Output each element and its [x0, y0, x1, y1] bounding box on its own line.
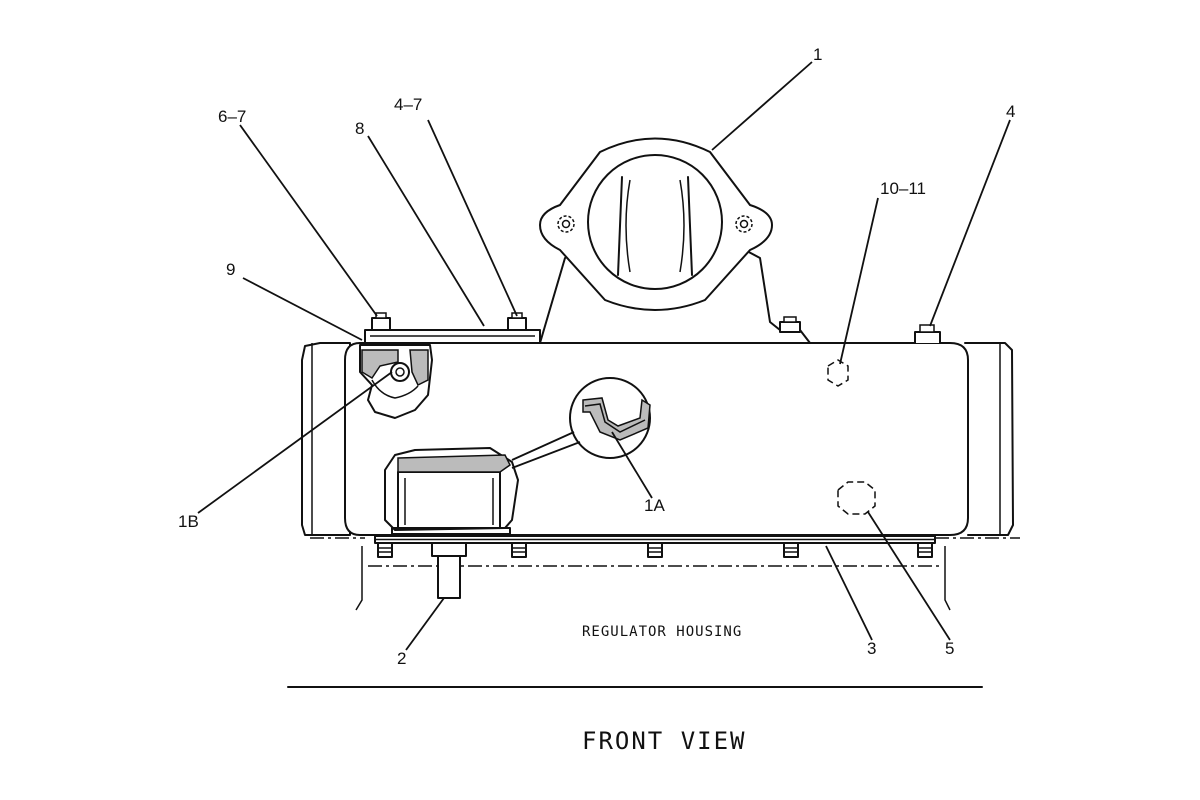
flange-bolt-left	[557, 215, 575, 233]
hidden-plug-10-11	[827, 359, 849, 387]
callout-4-7: 4–7	[394, 95, 422, 114]
top-bolt-right	[914, 324, 941, 344]
outlet-flange	[539, 137, 773, 311]
cutaway-seal-1b	[359, 344, 433, 419]
callout-2: 2	[397, 649, 406, 668]
bottom-bolt	[511, 542, 527, 558]
cover-plate	[364, 329, 541, 344]
callout-9: 9	[226, 260, 235, 279]
bottom-bolts	[377, 542, 933, 558]
top-bolt-left	[371, 312, 391, 331]
regulator-housing-label: REGULATOR HOUSING	[582, 624, 742, 640]
callout-6-7: 6–7	[218, 107, 246, 126]
callout-4: 4	[1006, 102, 1015, 121]
bottom-gasket	[374, 535, 936, 544]
top-bolt-tower	[779, 316, 801, 333]
bottom-bolt	[647, 542, 663, 558]
callout-1a: 1A	[644, 496, 665, 515]
hidden-plug-5	[837, 481, 876, 515]
leader-lines	[197, 61, 1011, 651]
bottom-bolt	[783, 542, 799, 558]
drain-stud	[431, 542, 467, 599]
callout-8: 8	[355, 119, 364, 138]
callout-1b: 1B	[178, 512, 199, 531]
detail-bubble-1a	[511, 377, 651, 469]
end-cap-left	[301, 342, 351, 536]
callout-3: 3	[867, 639, 876, 658]
bottom-bolt	[377, 542, 393, 558]
callout-1: 1	[813, 45, 822, 64]
end-cap-right	[964, 342, 1014, 536]
view-title: FRONT VIEW	[582, 727, 747, 755]
callout-10-11: 10–11	[880, 179, 926, 198]
bottom-bolt	[917, 542, 933, 558]
regulator-housing-outline	[310, 537, 1020, 611]
cutaway-window-1a	[384, 447, 519, 535]
flange-bolt-right	[735, 215, 753, 233]
callout-5: 5	[945, 639, 954, 658]
